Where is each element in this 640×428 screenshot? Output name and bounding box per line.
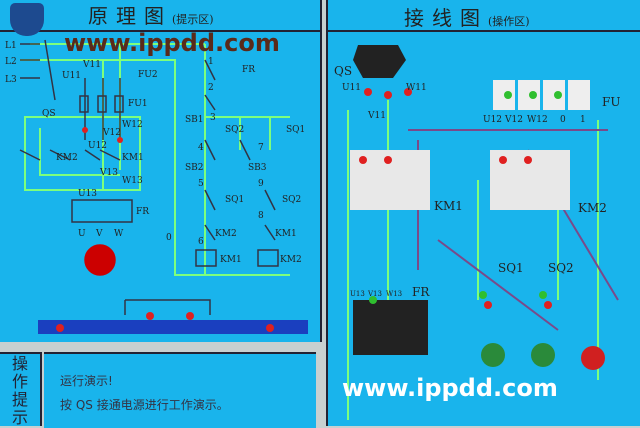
fr-relay[interactable]	[353, 300, 428, 355]
component-label: V13	[99, 168, 118, 178]
component-label: V12	[504, 115, 523, 125]
component-label: U12	[88, 141, 107, 151]
hint-line-1: 运行演示!	[60, 374, 113, 388]
component-label: KM1	[434, 199, 463, 213]
component-label: SQ2	[225, 125, 244, 135]
component-label: 9	[258, 179, 264, 189]
component-label: FU1	[128, 99, 148, 109]
divider	[0, 30, 320, 32]
sb3-button[interactable]	[531, 343, 555, 367]
component-label: L2	[5, 57, 17, 67]
component-label: FU2	[138, 70, 158, 80]
component-label: QS	[334, 64, 352, 78]
component-label: U13	[350, 290, 365, 298]
component-label: SB3	[248, 163, 267, 173]
component-label: 1	[580, 115, 586, 125]
component-label: KM2	[56, 153, 78, 163]
component-label: W11	[406, 83, 427, 93]
component-label: KM1	[122, 153, 144, 163]
component-label: KM2	[578, 201, 607, 215]
component-label: V13	[367, 290, 382, 298]
component-label: 0	[166, 233, 172, 243]
component-label: SQ1	[286, 125, 305, 135]
component-label: 2	[208, 83, 214, 93]
component-label: U13	[78, 189, 97, 199]
schematic-title: 原理图(提示区)	[88, 4, 214, 28]
component-label: FR	[242, 65, 255, 75]
component-label: 3	[210, 113, 216, 123]
component-label: 5	[198, 179, 204, 189]
component-label: FR	[412, 285, 430, 299]
component-label: KM1	[275, 229, 297, 239]
component-label: V	[95, 229, 103, 239]
component-label: KM1	[220, 255, 242, 265]
wiring-title: 接线图(操作区)	[404, 6, 530, 30]
component-label: KM2	[280, 255, 302, 265]
component-label: 8	[258, 211, 264, 221]
component-label: 0	[560, 115, 566, 125]
component-label: U11	[62, 71, 81, 81]
hint-label: 操作提示	[0, 352, 42, 427]
component-label: FR	[136, 207, 149, 217]
hint-area: 操作提示 运行演示! 按 QS 接通电源进行工作演示。	[0, 352, 320, 428]
component-label: L1	[5, 41, 17, 51]
component-label: FU	[602, 95, 620, 109]
component-label: SQ2	[282, 195, 301, 205]
component-label: V11	[82, 60, 101, 70]
sb2-button[interactable]	[481, 343, 505, 367]
component-label: SB2	[185, 163, 204, 173]
hint-body: 运行演示! 按 QS 接通电源进行工作演示。	[44, 352, 316, 428]
component-label: 4	[198, 143, 204, 153]
component-label: U	[78, 229, 86, 239]
component-label: SQ2	[548, 261, 574, 275]
component-label: V11	[367, 111, 386, 121]
component-label: W12	[527, 115, 548, 125]
component-label: U12	[483, 115, 502, 125]
watermark-logo	[10, 3, 44, 36]
component-label: 7	[258, 143, 264, 153]
watermark-bottom: www.ippdd.com	[342, 374, 558, 402]
component-label: W	[114, 229, 124, 239]
divider	[328, 30, 640, 32]
watermark-top: www.ippdd.com	[64, 29, 280, 57]
component-label: QS	[42, 109, 56, 119]
component-label: L3	[5, 75, 17, 85]
component-label: KM2	[215, 229, 237, 239]
component-label: SQ1	[225, 195, 244, 205]
hint-line-2: 按 QS 接通电源进行工作演示。	[60, 398, 229, 412]
sb1-button[interactable]	[581, 346, 605, 370]
component-label: SB1	[185, 115, 204, 125]
component-label: 6	[198, 237, 204, 247]
component-label: W13	[386, 290, 402, 298]
component-label: 1	[208, 57, 214, 67]
component-label: W13	[122, 176, 143, 186]
component-label: U11	[342, 83, 361, 93]
component-label: SQ1	[498, 261, 524, 275]
component-label: V12	[102, 128, 121, 138]
qs-switch[interactable]	[353, 45, 406, 78]
component-label: W12	[122, 120, 143, 130]
